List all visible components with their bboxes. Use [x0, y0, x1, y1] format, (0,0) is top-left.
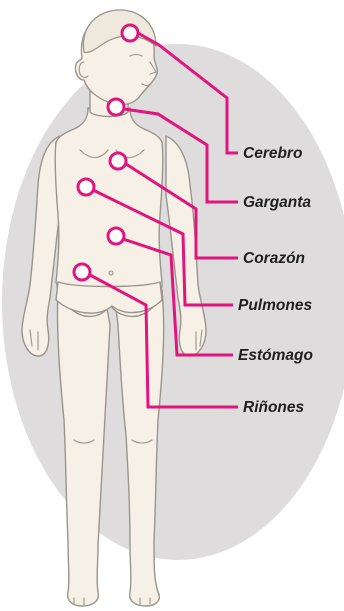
label-heart: Corazón — [243, 251, 305, 267]
label-brain: Cerebro — [243, 146, 302, 162]
label-stomach: Estómago — [238, 348, 313, 364]
stomach-marker — [108, 228, 124, 244]
label-kidneys: Riñones — [243, 400, 304, 416]
lungs-marker — [78, 179, 94, 195]
kidneys-marker — [74, 264, 90, 280]
label-lungs: Pulmones — [238, 298, 312, 314]
label-throat: Garganta — [243, 195, 311, 211]
brain-marker — [122, 25, 138, 41]
heart-marker — [110, 153, 126, 169]
throat-marker — [108, 99, 124, 115]
